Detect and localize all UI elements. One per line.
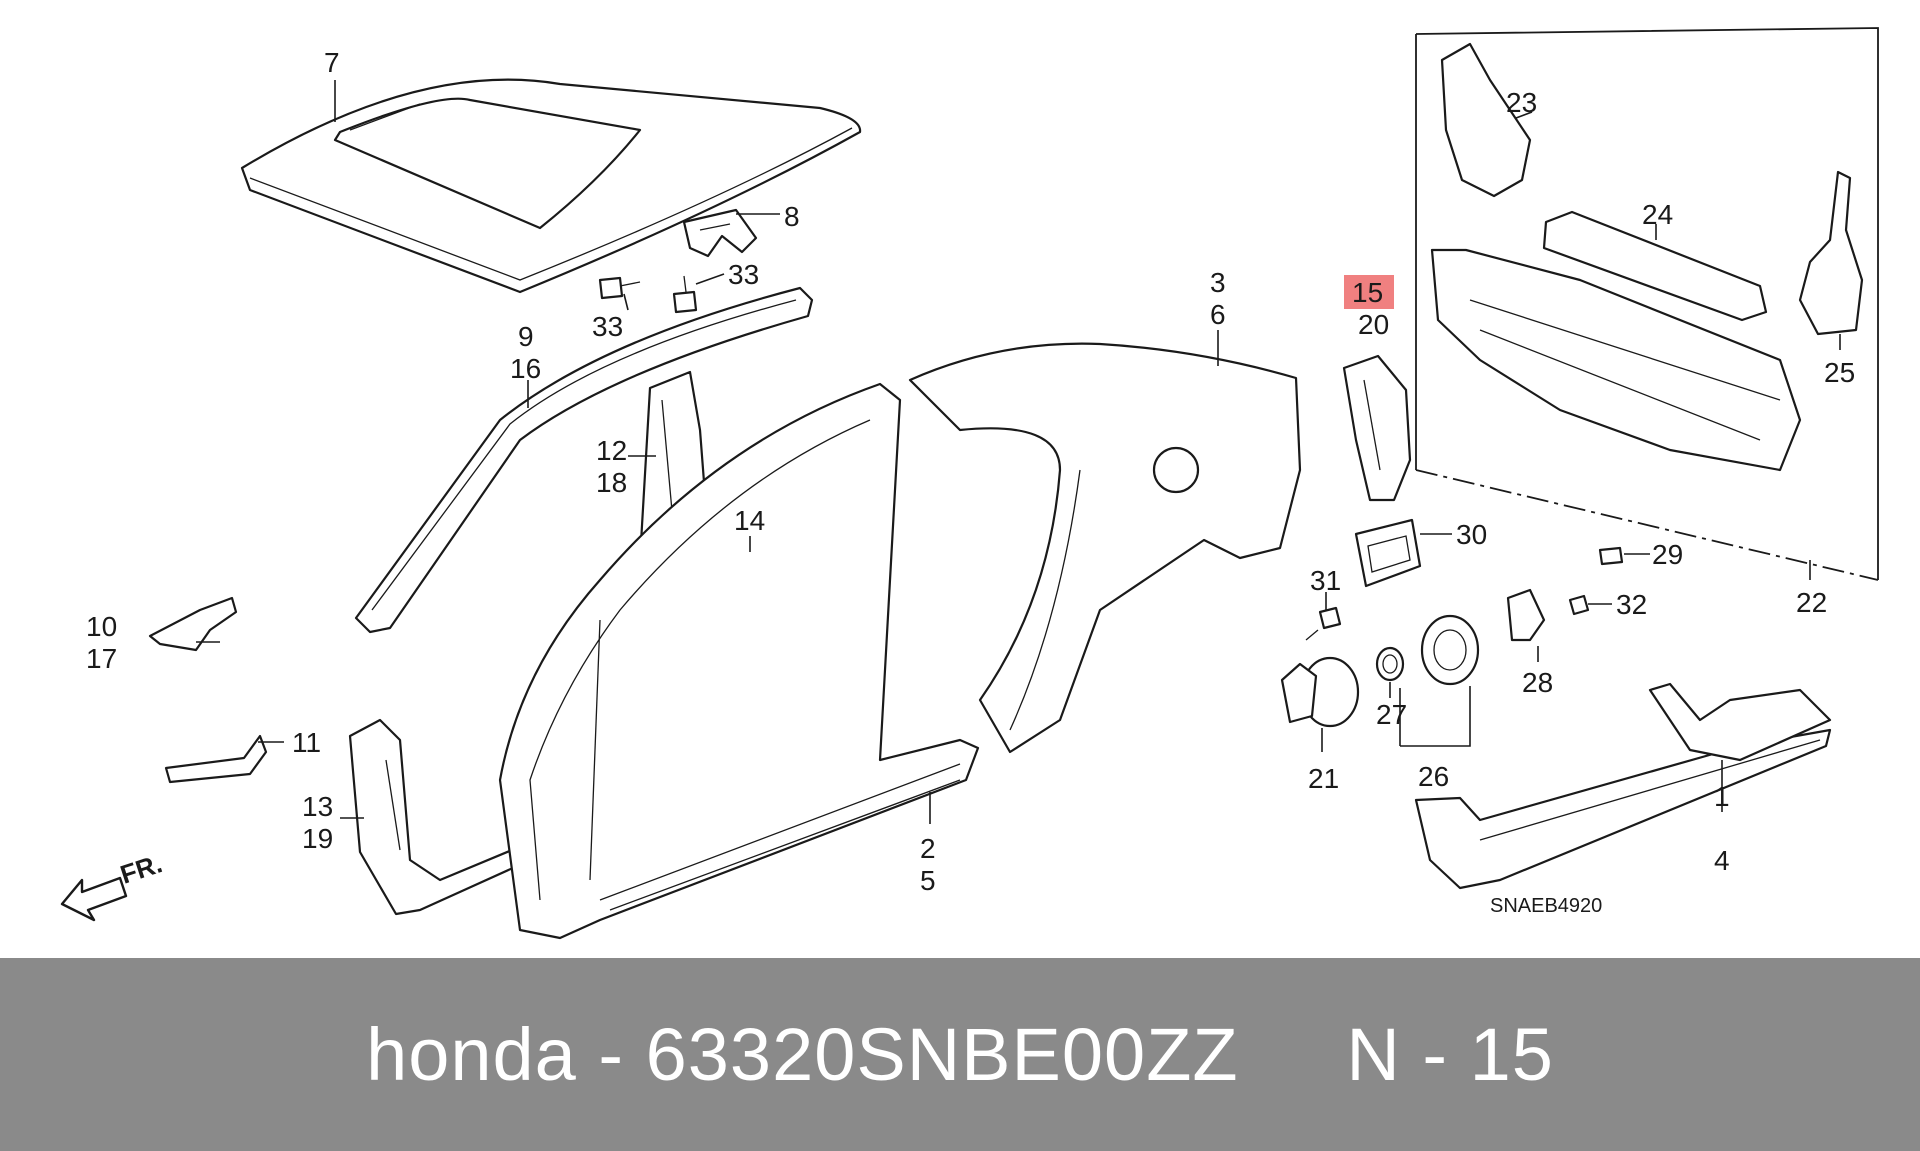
leader-lines xyxy=(196,80,1841,824)
rear-panel-frame xyxy=(1415,27,1879,581)
part-27-ring xyxy=(1375,646,1405,682)
part-side-outer-panel xyxy=(498,382,980,940)
part-33-bolt-right xyxy=(672,275,698,314)
callout-29: 29 xyxy=(1652,539,1683,570)
part-25-bracket xyxy=(1798,170,1864,336)
highlight-box xyxy=(1344,275,1394,309)
callout-16: 16 xyxy=(510,353,541,384)
body-panel-exploded-diagram: 7 8 33 33 9 16 12 18 14 10 17 11 13 19 2… xyxy=(60,27,1879,940)
front-direction-arrow: FR. xyxy=(60,848,166,922)
callout-13: 13 xyxy=(302,791,333,822)
part-31-bolt xyxy=(1305,606,1342,641)
part-number-caption: honda - 63320SNBE00ZZ N - 15 xyxy=(366,1013,1554,1096)
part-30-fuel-lid-housing xyxy=(1354,518,1422,588)
part-24-crossmember xyxy=(1542,210,1768,322)
callout-2: 2 xyxy=(920,833,936,864)
callout-28: 28 xyxy=(1522,667,1553,698)
callout-26: 26 xyxy=(1418,761,1449,792)
callout-8: 8 xyxy=(784,201,800,232)
diagram-code: SNAEB4920 xyxy=(1490,895,1602,917)
callout-33-left: 33 xyxy=(592,311,623,342)
callout-11: 11 xyxy=(292,727,321,758)
callout-20: 20 xyxy=(1358,309,1389,340)
part-22-rear-panel xyxy=(1430,248,1802,472)
callout-24: 24 xyxy=(1642,199,1673,230)
callout-1: 1 xyxy=(1714,781,1730,812)
callout-5: 5 xyxy=(920,865,936,896)
part-roof-side-rail xyxy=(354,286,814,634)
callout-10: 10 xyxy=(86,611,117,642)
callout-32: 32 xyxy=(1616,589,1647,620)
part-15-quarter-inner-bracket xyxy=(1342,354,1412,502)
front-arrow-label: FR. xyxy=(117,848,166,889)
part-side-sill-main xyxy=(609,779,961,911)
part-10-bracket xyxy=(148,596,238,652)
callout-33-right: 33 xyxy=(728,259,759,290)
callout-4: 4 xyxy=(1714,845,1730,876)
callout-14: 14 xyxy=(734,505,765,536)
part-26-filler-base xyxy=(1420,614,1480,686)
footer-banner: honda - 63320SNBE00ZZ N - 15 xyxy=(0,958,1920,1151)
callout-30: 30 xyxy=(1456,519,1487,550)
callout-18: 18 xyxy=(596,467,627,498)
callout-21: 21 xyxy=(1308,763,1339,794)
callout-6: 6 xyxy=(1210,299,1226,330)
part-11-bracket xyxy=(164,734,268,784)
part-roof-panel xyxy=(240,78,862,294)
part-32-bolt xyxy=(1568,594,1590,616)
part-21-fuel-lid xyxy=(1280,656,1360,728)
callout-31: 31 xyxy=(1310,565,1341,596)
callout-27: 27 xyxy=(1376,699,1407,730)
part-33-bolt-left xyxy=(598,276,641,300)
callout-25: 25 xyxy=(1824,357,1855,388)
callout-12: 12 xyxy=(596,435,627,466)
callout-17: 17 xyxy=(86,643,117,674)
callout-19: 19 xyxy=(302,823,333,854)
part-rear-quarter-panel xyxy=(908,342,1302,754)
callout-22: 22 xyxy=(1796,587,1827,618)
callout-15: 15 xyxy=(1352,277,1383,308)
callout-9: 9 xyxy=(518,321,534,352)
callout-7: 7 xyxy=(324,47,340,78)
callout-23: 23 xyxy=(1506,87,1537,118)
callout-3: 3 xyxy=(1210,267,1226,298)
part-29-clip xyxy=(1598,546,1624,566)
part-23-bracket xyxy=(1440,42,1532,198)
part-28-clip xyxy=(1506,588,1546,642)
part-side-sill xyxy=(1414,682,1832,890)
callout-labels: 7 8 33 33 9 16 12 18 14 10 17 11 13 19 2… xyxy=(86,47,1855,896)
